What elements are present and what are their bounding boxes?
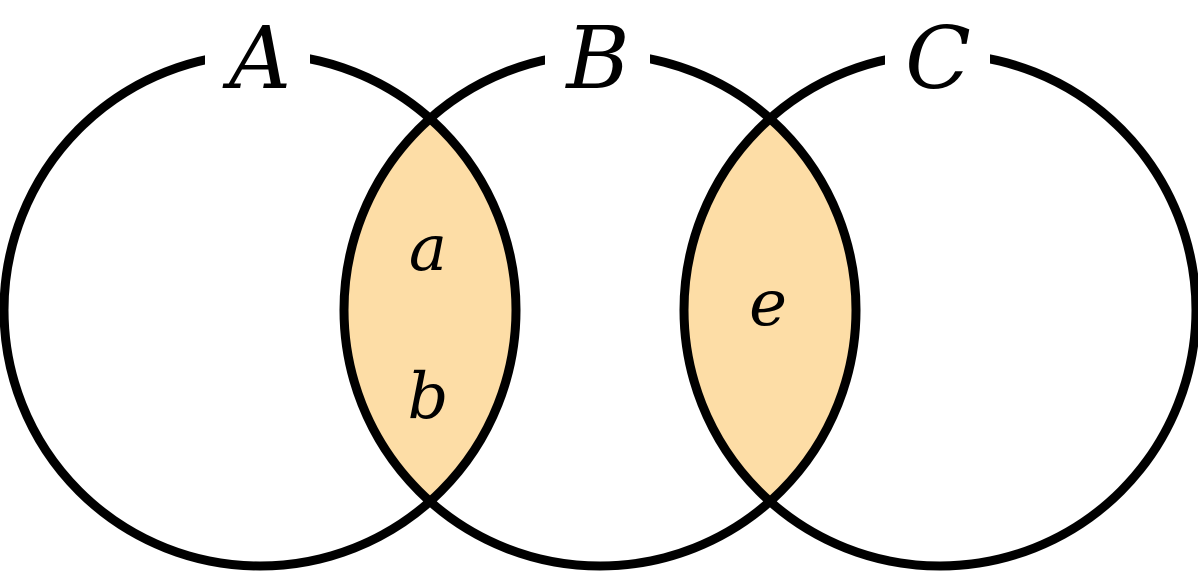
element-a-label: a (409, 212, 447, 286)
set-b-label-gap (545, 20, 650, 100)
intersection-ab-region (344, 54, 516, 566)
set-a-label-gap (205, 20, 310, 100)
element-e-label: e (749, 267, 787, 341)
set-c-label-gap (885, 20, 990, 100)
set-b-label: B (564, 9, 629, 109)
intersection-bc-region (684, 54, 856, 566)
set-a-label: A (222, 9, 291, 109)
element-b-label: b (408, 360, 449, 434)
set-c-label: C (905, 9, 971, 109)
